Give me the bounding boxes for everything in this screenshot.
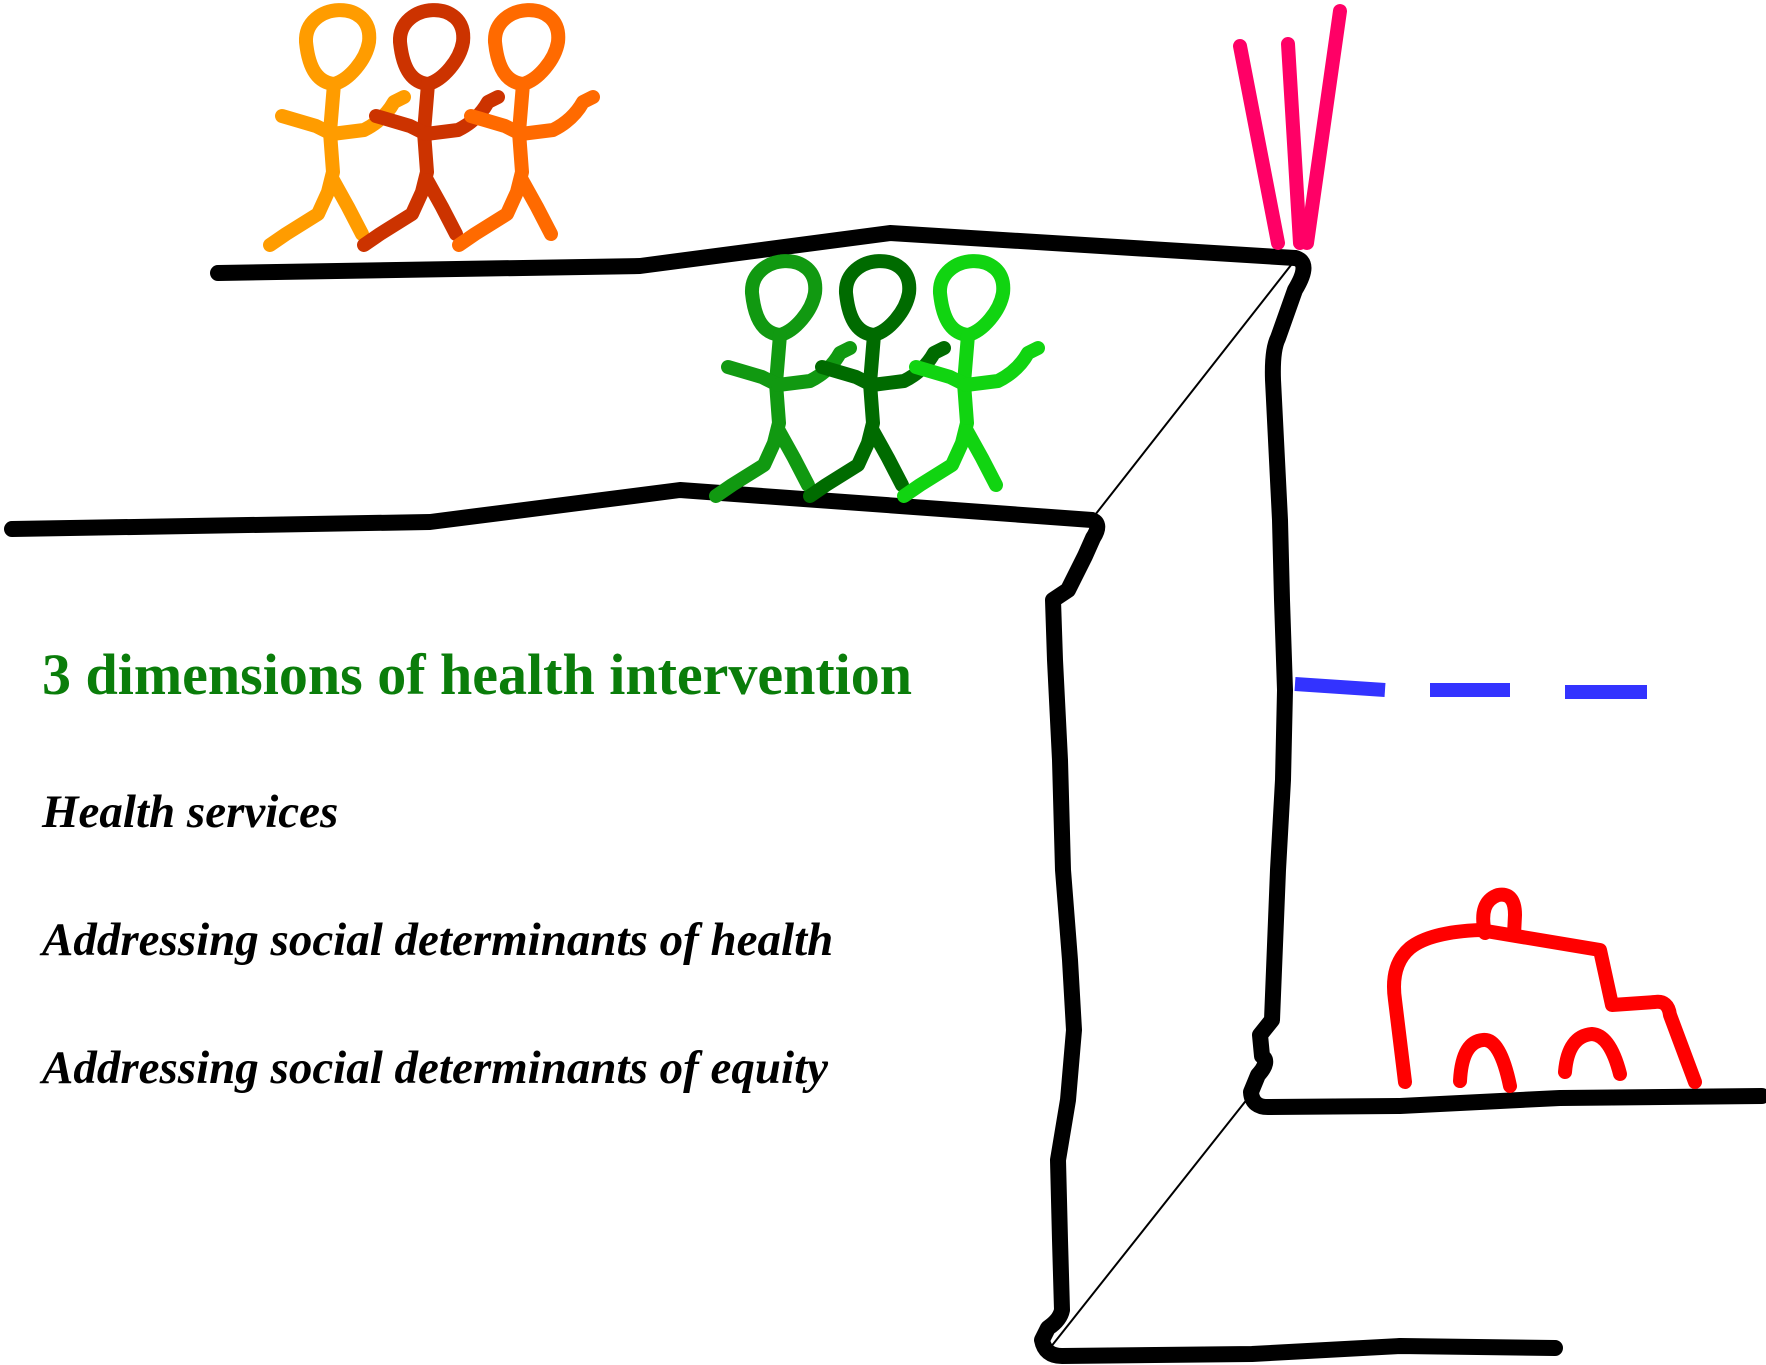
top-ledge [210,225,1303,281]
fallen-figure-icon [1387,887,1702,1093]
upper-cliff-face [1243,250,1766,1116]
dimension-label-health-services: Health services [42,786,339,838]
stick-figure-icon [459,10,593,245]
stick-figure-icon [810,261,944,496]
upper-people-group [270,10,593,245]
pink-barrier-marks [1233,4,1347,250]
dimension-label-social-determinants-equity: Addressing social determinants of equity [42,1042,828,1094]
blue-dashed-line [1294,677,1647,699]
depth-line-upper [1094,259,1296,516]
stick-figure-icon [270,10,404,245]
stick-figure-icon [364,10,498,245]
middle-people-group [716,261,1038,496]
depth-line-lower [1049,1092,1253,1349]
stick-figure-icon [716,261,850,496]
dimension-label-social-determinants-health: Addressing social determinants of health [42,914,834,966]
stick-figure-icon [904,261,1038,496]
diagram-title: 3 dimensions of health intervention [42,642,913,707]
middle-ledge [4,482,1563,1364]
